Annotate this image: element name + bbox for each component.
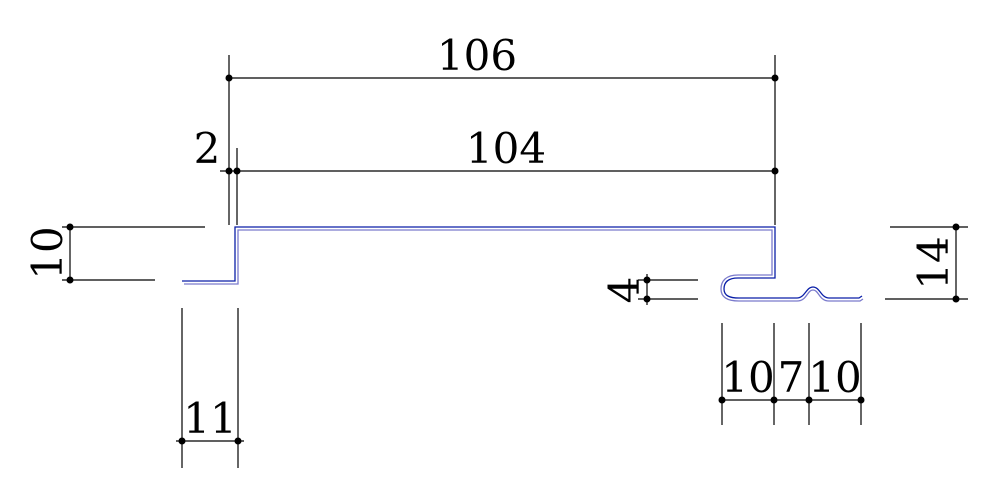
dim-106-label: 106: [437, 31, 517, 80]
dimension-4: 4: [600, 274, 698, 305]
dimension-chain-bottom: 10 7 10: [718, 323, 865, 425]
dimension-2: 2: [194, 124, 237, 175]
dimension-left-10: 10: [23, 223, 205, 284]
dimension-106: 106: [225, 31, 779, 225]
dimension-11: 11: [176, 308, 244, 468]
dim-tail-10-label: 10: [808, 353, 861, 402]
panel-profile: [182, 226, 864, 302]
profile-inner-line: [184, 229, 864, 302]
dimension-right-14: 14: [885, 223, 968, 303]
dim-hook-10-label: 10: [721, 353, 774, 402]
dim-right-14-label: 14: [909, 236, 958, 289]
dim-104-label: 104: [466, 124, 546, 173]
dim-4-label: 4: [600, 277, 649, 304]
dimension-104: 104: [233, 124, 779, 225]
dim-2-label: 2: [194, 124, 221, 173]
profile-outer-line: [182, 226, 863, 299]
dim-11-label: 11: [183, 394, 236, 443]
dim-left-10-label: 10: [23, 226, 72, 279]
dim-groove-7-label: 7: [778, 353, 805, 402]
